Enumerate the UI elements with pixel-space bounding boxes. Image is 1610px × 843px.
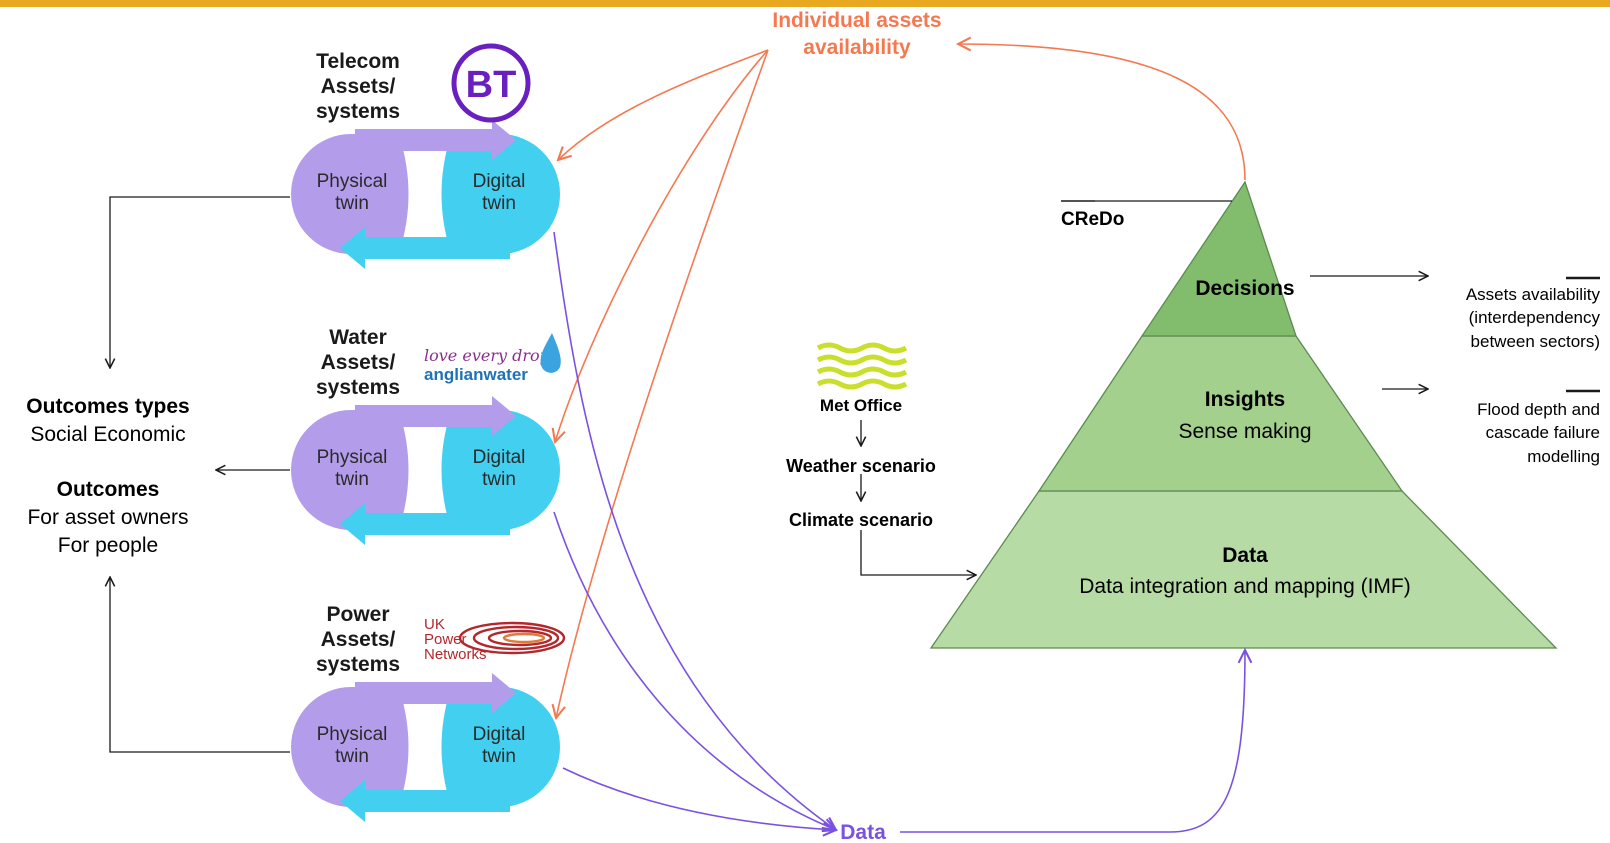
outcomes-title: Outcomes xyxy=(57,478,160,501)
water-drop-icon xyxy=(540,333,561,373)
uk-power-networks-logo: UK Power Networks xyxy=(424,616,566,663)
data-arrows xyxy=(553,231,1245,832)
physical-twin-label: twin xyxy=(335,746,369,767)
twin-gap xyxy=(400,414,450,526)
decisions-output-line3: between sectors) xyxy=(1471,332,1600,351)
anglian-water-tagline: love every drop xyxy=(424,346,550,365)
availability-arrows xyxy=(555,44,1246,718)
twin-gap xyxy=(400,691,450,803)
digital-to-physical-arrow xyxy=(340,227,510,269)
twin-group-0: PhysicaltwinDigitaltwinTelecomAssets/sys… xyxy=(291,50,560,269)
decisions-output-line2: (interdependency xyxy=(1469,308,1601,327)
met-office-wave-icon xyxy=(816,342,908,390)
outcomes-types-values: Social Economic xyxy=(30,423,185,446)
physical-twin-shape xyxy=(291,410,412,530)
digital-twin-label: twin xyxy=(482,193,516,214)
pyramid xyxy=(929,180,1558,649)
insights-output-line1: Flood depth and xyxy=(1477,400,1600,419)
physical-twin-label: twin xyxy=(335,469,369,490)
ukpn-swirl-icon xyxy=(458,621,566,655)
pyramid-data-subtitle: Data integration and mapping (IMF) xyxy=(1079,575,1411,598)
credo-label: CReDo xyxy=(1061,209,1124,230)
physical-to-digital-arrow xyxy=(355,120,516,160)
ukpn-line2: Power xyxy=(424,631,467,648)
individual-assets-label-1: Individual assets xyxy=(772,9,941,32)
climate-scenario-label: Climate scenario xyxy=(789,510,933,530)
met-office-logo-text: Met Office xyxy=(820,396,902,415)
pyramid-output-arrows xyxy=(1310,276,1600,391)
pyramid-insights-subtitle: Sense making xyxy=(1178,420,1311,443)
digital-twin-shape xyxy=(437,134,560,254)
digital-twin-label: Digital xyxy=(473,724,526,745)
digital-twin-label: Digital xyxy=(473,447,526,468)
sector-title-line: Assets/ xyxy=(321,75,396,98)
pyramid-data-title: Data xyxy=(1222,544,1268,567)
outcomes-connectors xyxy=(110,196,290,753)
individual-assets-label-2: availability xyxy=(803,36,911,59)
bt-logo: BT xyxy=(451,43,531,123)
met-office-logo: Met Office xyxy=(816,342,908,415)
twin-gap xyxy=(400,138,450,250)
sector-title-line: Assets/ xyxy=(321,351,396,374)
pyramid-data-layer xyxy=(929,490,1558,649)
top-accent-bar xyxy=(0,0,1610,7)
twin-group-2: PhysicaltwinDigitaltwinPowerAssets/syste… xyxy=(291,603,560,822)
weather-scenario-label: Weather scenario xyxy=(786,456,936,476)
physical-twin-label: Physical xyxy=(317,447,388,468)
pyramid-insights-layer xyxy=(1037,335,1404,492)
bt-logo-text: BT xyxy=(466,64,517,106)
insights-output-line3: modelling xyxy=(1527,447,1600,466)
sector-title-line: Power xyxy=(326,603,389,626)
sector-title-line: systems xyxy=(316,653,400,676)
digital-to-physical-arrow xyxy=(340,780,510,822)
sector-title-line: systems xyxy=(316,376,400,399)
pyramid-insights-title: Insights xyxy=(1205,388,1286,411)
digital-twin-label: twin xyxy=(482,469,516,490)
anglian-water-logo: love every drop anglianwater xyxy=(424,333,561,384)
physical-to-digital-arrow xyxy=(355,673,516,713)
credo-label-group: CReDo xyxy=(1061,200,1232,230)
ukpn-line3: Networks xyxy=(424,646,487,663)
digital-twin-shape xyxy=(437,410,560,530)
physical-twin-label: twin xyxy=(335,193,369,214)
outcomes-line2: For people xyxy=(58,534,158,557)
twin-group-1: PhysicaltwinDigitaltwinWaterAssets/syste… xyxy=(291,326,560,545)
data-label: Data xyxy=(840,821,886,843)
sector-title-line: Assets/ xyxy=(321,628,396,651)
physical-twin-label: Physical xyxy=(317,724,388,745)
sector-title-line: Telecom xyxy=(316,50,400,73)
insights-output-line2: cascade failure xyxy=(1486,423,1600,442)
digital-to-physical-arrow xyxy=(340,503,510,545)
digital-twin-shape xyxy=(437,687,560,807)
pyramid-decisions-title: Decisions xyxy=(1195,277,1294,300)
physical-to-digital-arrow xyxy=(355,396,516,436)
ukpn-line1: UK xyxy=(424,616,445,633)
decisions-output-line1: Assets availability xyxy=(1466,285,1601,304)
anglian-water-name: anglianwater xyxy=(424,365,528,384)
outcomes-types-title: Outcomes types xyxy=(26,395,189,418)
outcomes-line1: For asset owners xyxy=(27,506,188,529)
physical-twin-shape xyxy=(291,687,412,807)
sector-title-line: Water xyxy=(329,326,387,349)
pyramid-decisions-layer xyxy=(1140,180,1297,337)
digital-twin-label: Digital xyxy=(473,171,526,192)
physical-twin-label: Physical xyxy=(317,171,388,192)
met-office-connectors xyxy=(861,420,976,575)
digital-twin-label: twin xyxy=(482,746,516,767)
sector-title-line: systems xyxy=(316,100,400,123)
physical-twin-shape xyxy=(291,134,412,254)
